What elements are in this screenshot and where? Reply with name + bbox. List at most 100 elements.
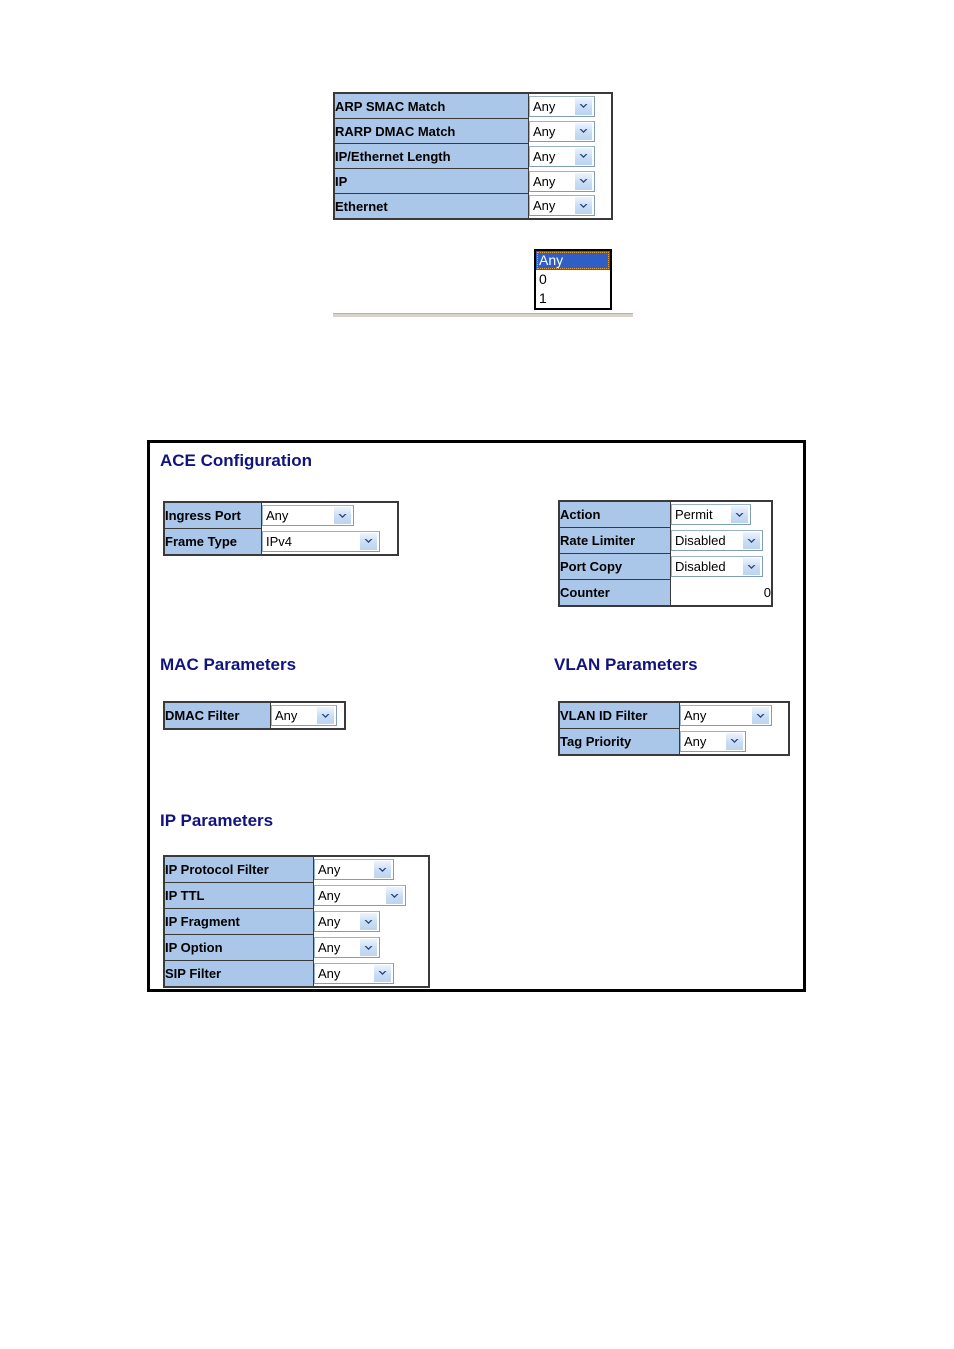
page-title: ACE Configuration [160, 451, 313, 470]
action-table-body: Action Permit Rate Limiter Disabled [558, 500, 772, 607]
table-row: Rate Limiter Disabled [558, 527, 772, 554]
table-row: Ethernet Any [333, 193, 612, 220]
row-label-rate-limiter: Rate Limiter [558, 527, 671, 554]
row-label-ip-fragment: IP Fragment [163, 908, 314, 935]
row-label-tag-priority: Tag Priority [558, 728, 680, 756]
row-value-ingress-port: Any [261, 502, 398, 529]
ip-option-select[interactable]: Any [314, 937, 380, 958]
ingress-table-body: Ingress Port Any Frame Type IPv4 [163, 501, 398, 556]
row-label-ip: IP [333, 168, 529, 194]
chevron-down-icon[interactable] [574, 196, 593, 216]
vlan-parameters-table-body: VLAN ID Filter Any Tag Priority Any [558, 701, 789, 756]
dmac-filter-select-value: Any [275, 708, 298, 723]
ethernet-select-dropdown-list[interactable]: Any 0 1 [534, 249, 612, 310]
ip-parameters-table-body: IP Protocol Filter Any IP TTL Any [163, 855, 429, 988]
dropdown-option-any[interactable]: Any [536, 251, 610, 270]
chevron-down-icon[interactable] [373, 860, 392, 880]
ip-ttl-select[interactable]: Any [314, 885, 406, 906]
rarp-dmac-match-select[interactable]: Any [529, 120, 595, 142]
chevron-down-icon[interactable] [742, 557, 761, 576]
table-row: IP/Ethernet Length Any [333, 143, 612, 169]
chevron-down-icon[interactable] [742, 531, 761, 550]
row-value-arp-smac-match: Any [528, 93, 612, 119]
port-copy-select[interactable]: Disabled [671, 556, 763, 577]
row-label-action: Action [558, 500, 671, 528]
horizontal-divider [333, 313, 633, 317]
section-title-ip-parameters: IP Parameters [160, 811, 274, 830]
sip-filter-select-value: Any [318, 965, 341, 981]
row-value-action: Permit [670, 501, 772, 528]
row-value-ip-ethernet-length: Any [528, 143, 612, 169]
row-value-dmac-filter: Any [270, 702, 345, 729]
row-value-rate-limiter: Disabled [670, 527, 772, 554]
table-row: IP Fragment Any [163, 908, 429, 935]
vlan-parameters-table: VLAN ID Filter Any Tag Priority Any [558, 701, 790, 756]
row-label-ingress-port: Ingress Port [163, 501, 262, 529]
vlan-id-filter-select[interactable]: Any [680, 705, 772, 727]
row-label-vlan-id-filter: VLAN ID Filter [558, 701, 680, 729]
chevron-down-icon[interactable] [359, 912, 378, 931]
chevron-down-icon[interactable] [359, 938, 378, 957]
row-value-ip-ttl: Any [313, 882, 429, 909]
ip-select-value: Any [533, 173, 556, 189]
match-fields-figure: ARP SMAC Match Any RARP DMAC Match Any [333, 92, 633, 322]
table-row: Port Copy Disabled [558, 553, 772, 580]
chevron-down-icon[interactable] [730, 505, 749, 525]
ip-ethernet-length-select-value: Any [533, 148, 556, 164]
row-label-port-copy: Port Copy [558, 553, 671, 580]
table-row: SIP Filter Any [163, 960, 429, 988]
counter-value: 0 [670, 579, 772, 606]
row-value-sip-filter: Any [313, 960, 429, 987]
row-label-dmac-filter: DMAC Filter [163, 701, 271, 730]
rarp-dmac-match-select-value: Any [533, 123, 556, 139]
dropdown-option-0[interactable]: 0 [536, 270, 610, 289]
table-row: IP Any [333, 168, 612, 194]
row-value-tag-priority: Any [679, 728, 789, 755]
ingress-port-select-value: Any [266, 508, 289, 524]
row-label-ip-protocol-filter: IP Protocol Filter [163, 855, 314, 883]
table-row: Action Permit [558, 500, 772, 528]
ip-fragment-select[interactable]: Any [314, 911, 380, 932]
rate-limiter-select[interactable]: Disabled [671, 530, 763, 551]
tag-priority-select[interactable]: Any [680, 730, 746, 752]
ip-select[interactable]: Any [529, 170, 595, 192]
match-fields-table-body: ARP SMAC Match Any RARP DMAC Match Any [333, 92, 612, 220]
ip-protocol-filter-select[interactable]: Any [314, 859, 394, 881]
chevron-down-icon[interactable] [333, 506, 352, 526]
chevron-down-icon[interactable] [316, 706, 335, 725]
ingress-port-select[interactable]: Any [262, 505, 354, 527]
chevron-down-icon[interactable] [574, 96, 593, 116]
dropdown-option-1[interactable]: 1 [536, 289, 610, 308]
row-value-rarp-dmac-match: Any [528, 118, 612, 144]
frame-type-select[interactable]: IPv4 [262, 530, 380, 552]
vlan-id-filter-select-value: Any [684, 708, 707, 724]
chevron-down-icon[interactable] [574, 146, 593, 166]
section-title-vlan-parameters: VLAN Parameters [554, 655, 698, 674]
row-value-frame-type: IPv4 [261, 528, 398, 555]
ethernet-select[interactable]: Any [529, 195, 595, 217]
chevron-down-icon[interactable] [725, 731, 744, 751]
ip-ethernet-length-select[interactable]: Any [529, 145, 595, 167]
action-select[interactable]: Permit [671, 504, 751, 526]
chevron-down-icon[interactable] [385, 886, 404, 905]
row-value-ip: Any [528, 168, 612, 194]
chevron-down-icon[interactable] [373, 963, 392, 983]
row-value-vlan-id-filter: Any [679, 702, 789, 729]
table-row: IP Protocol Filter Any [163, 855, 429, 883]
chevron-down-icon[interactable] [574, 171, 593, 191]
row-label-ip-ethernet-length: IP/Ethernet Length [333, 143, 529, 169]
chevron-down-icon[interactable] [751, 706, 770, 726]
row-label-ip-option: IP Option [163, 934, 314, 961]
mac-parameters-table: DMAC Filter Any [163, 701, 346, 730]
chevron-down-icon[interactable] [574, 121, 593, 141]
dmac-filter-select[interactable]: Any [271, 705, 337, 726]
section-title-mac-parameters: MAC Parameters [160, 655, 297, 674]
ethernet-select-value: Any [533, 198, 556, 214]
table-row: Tag Priority Any [558, 728, 789, 756]
sip-filter-select[interactable]: Any [314, 962, 394, 984]
arp-smac-match-select[interactable]: Any [529, 95, 595, 117]
row-label-sip-filter: SIP Filter [163, 960, 314, 988]
row-value-ip-protocol-filter: Any [313, 856, 429, 883]
table-row: Frame Type IPv4 [163, 528, 398, 556]
chevron-down-icon[interactable] [359, 531, 378, 551]
